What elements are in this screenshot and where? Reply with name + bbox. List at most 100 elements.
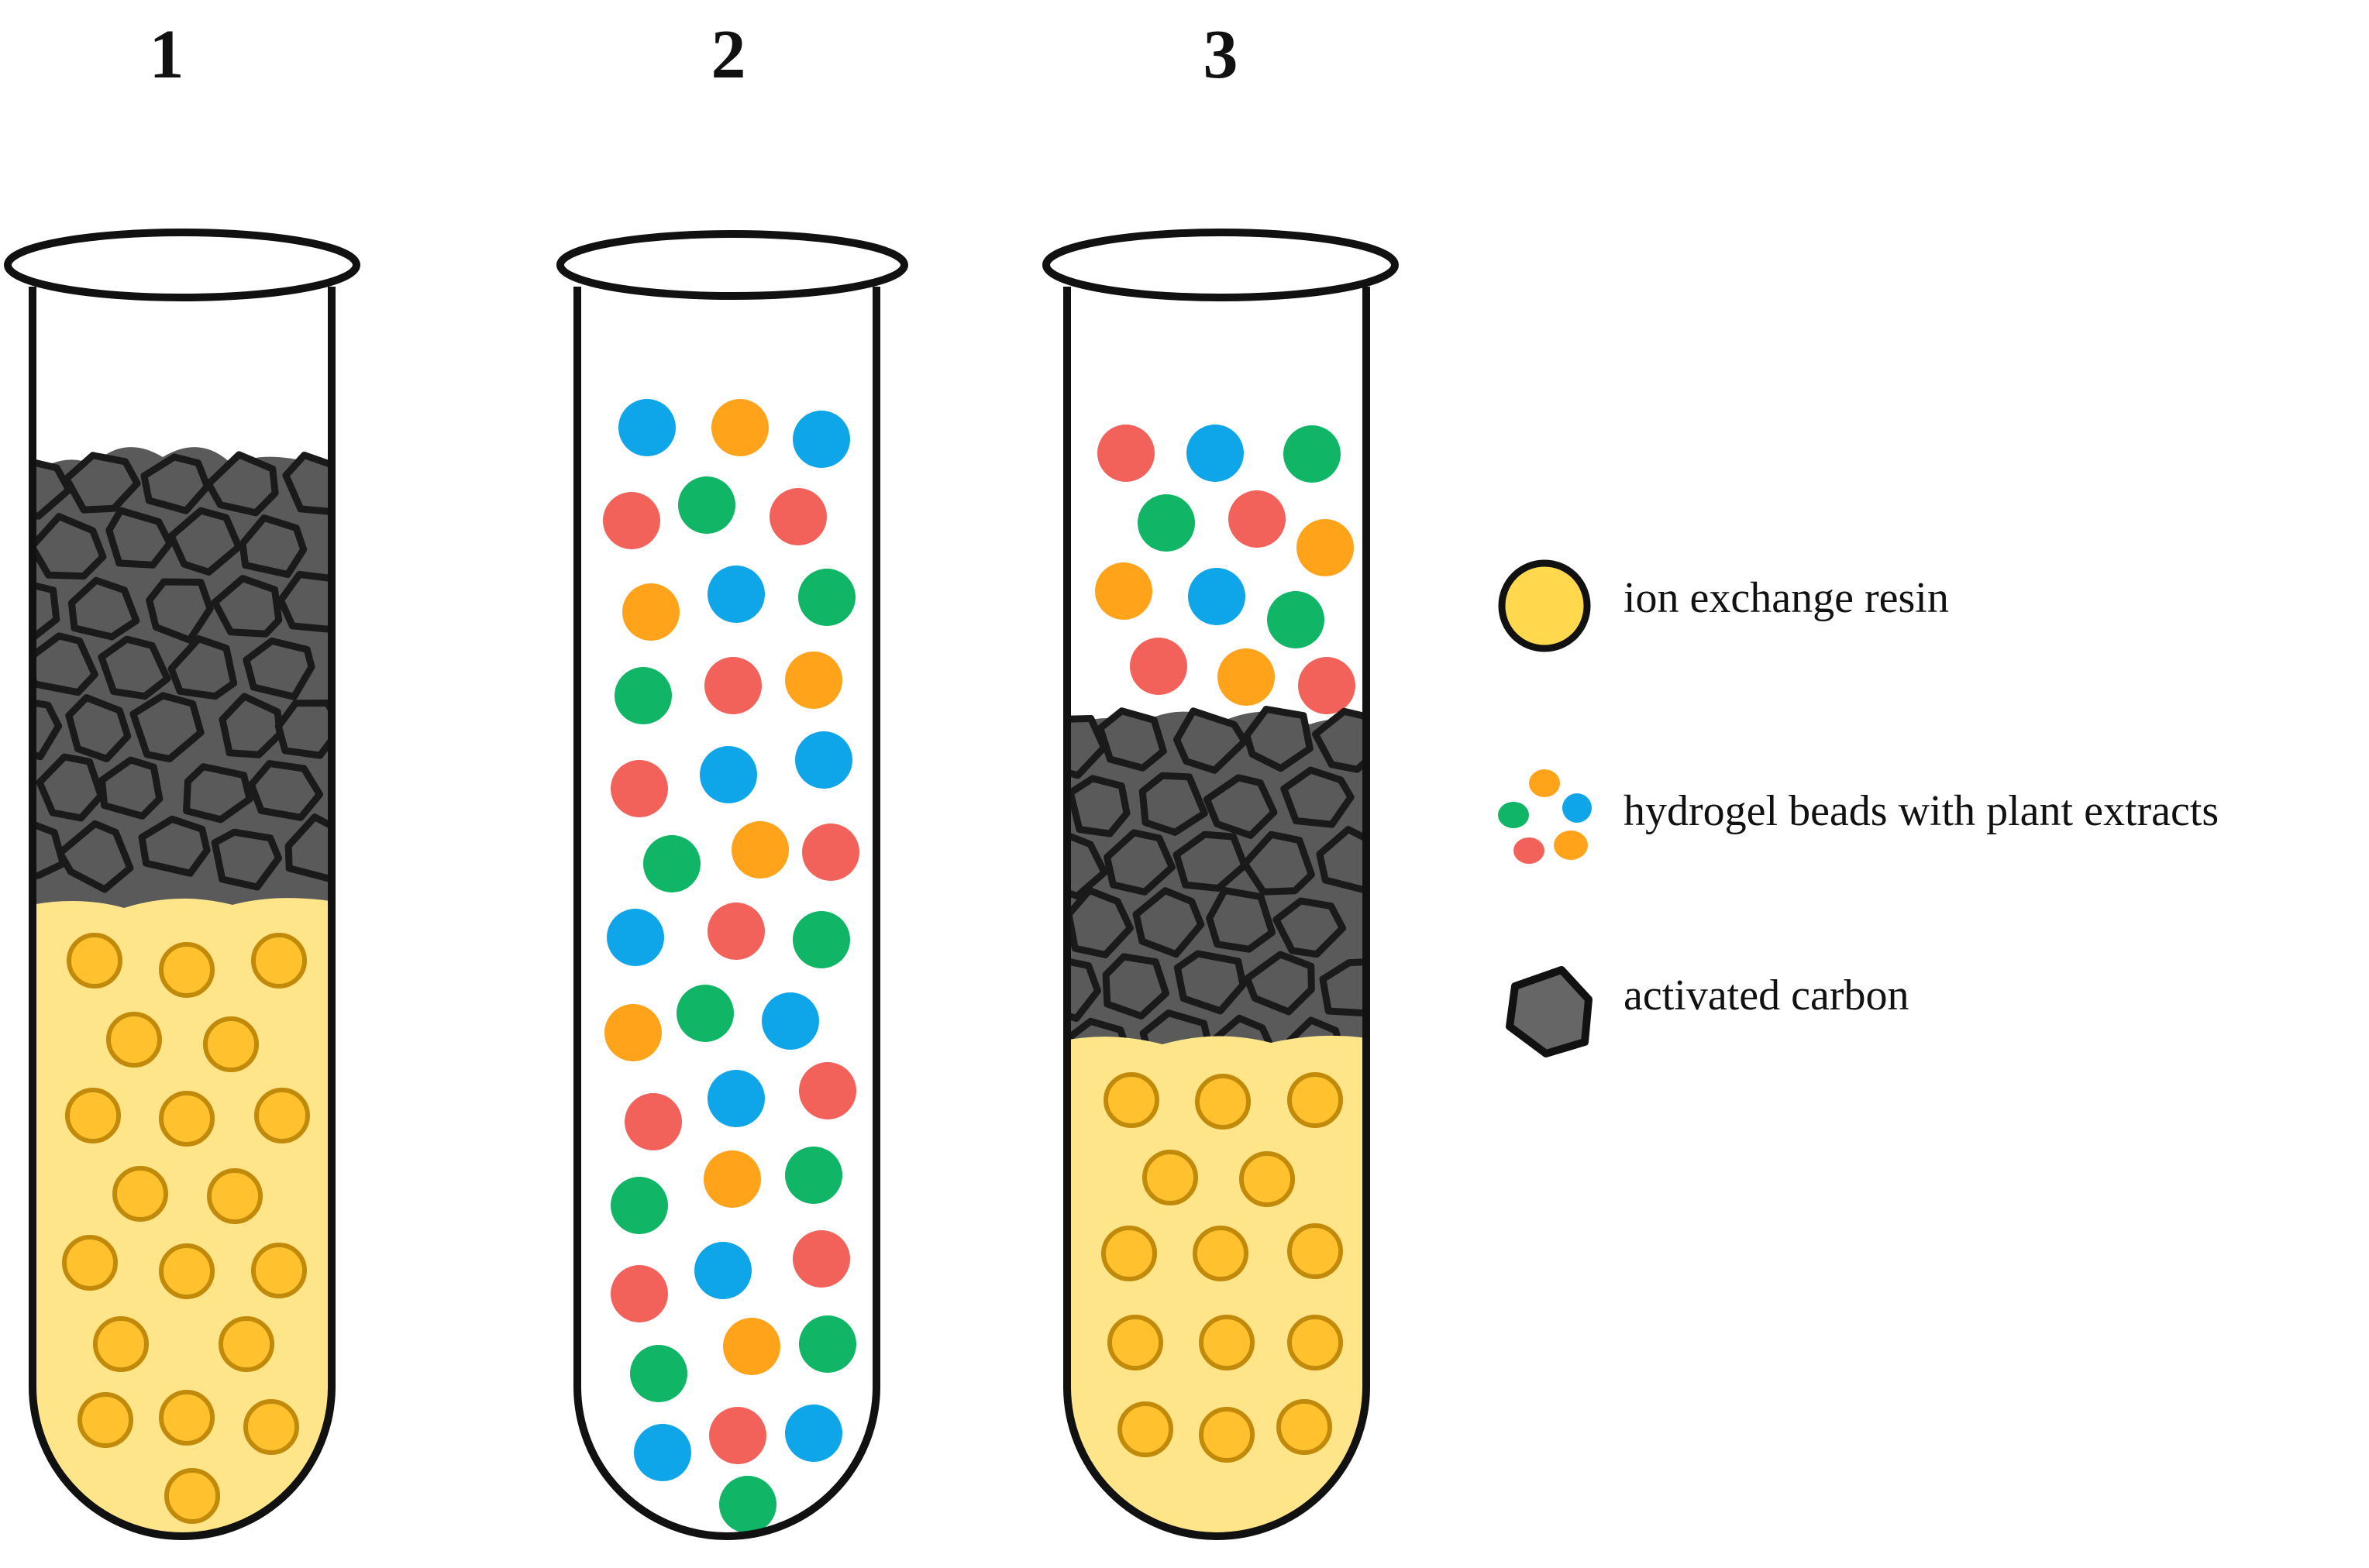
resin-bead [159, 1091, 215, 1147]
carbon-chunk [1206, 886, 1276, 953]
hydrogel-bead [785, 1147, 842, 1204]
carbon-chunk [1102, 953, 1169, 1020]
yellow-bead-icon [1498, 559, 1591, 652]
carbon-chunk [1067, 899, 1069, 965]
carbon-chunk [1173, 707, 1248, 774]
hydrogel-bead [1138, 494, 1195, 552]
hydrogel-bead [704, 1150, 761, 1208]
carbon-chunk [1272, 897, 1347, 958]
resin-bead [1101, 1226, 1157, 1281]
colored-beads-icon [1498, 769, 1592, 864]
resin-bead [203, 1016, 259, 1072]
legend-item-carbon: activated carbon [1506, 966, 1909, 1057]
tube-3-carbon-chunks [1001, 706, 1366, 1086]
carbon-chunk [243, 637, 315, 700]
hydrogel-bead [711, 399, 769, 456]
tube-2-number: 2 [711, 16, 746, 93]
hydrogel-bead [1188, 568, 1245, 625]
hydrogel-bead [603, 492, 660, 549]
hydrogel-bead [1228, 490, 1286, 548]
carbon-chunk [1067, 775, 1131, 837]
tube-3-number: 3 [1203, 16, 1238, 93]
hydrogel-bead [611, 1265, 668, 1322]
carbon-chunk [1280, 766, 1355, 828]
carbon-chunk [1067, 715, 1108, 779]
hydrogel-bead [678, 476, 735, 534]
hydrogel-bead [793, 411, 850, 468]
hydrogel-bead [799, 1062, 856, 1119]
resin-bead [1276, 1399, 1332, 1455]
carbon-chunk [211, 828, 282, 891]
carbon-chunk [167, 507, 243, 576]
carbon-chunk [33, 817, 67, 879]
hydrogel-bead [708, 903, 765, 960]
carbon-chunk [138, 815, 211, 877]
hydrogel-bead [607, 909, 664, 966]
hydrogel-bead [1130, 638, 1187, 695]
hydrogel-bead [604, 1004, 662, 1061]
hydrogel-bead [643, 835, 701, 892]
resin-bead [1193, 1226, 1248, 1281]
tube-3-resin-beads [1101, 1072, 1343, 1463]
hydrogel-bead [634, 1424, 691, 1481]
hydrogel-bead [615, 667, 672, 724]
carbon-chunk [98, 756, 164, 820]
carbon-chunk [211, 575, 283, 638]
carbon-chunk [146, 578, 214, 644]
legend-item-resin: ion exchange resin [1498, 559, 1949, 652]
carbon-chunk [1067, 769, 1069, 838]
resin-bead [65, 1088, 121, 1143]
resin-bead [1287, 1072, 1343, 1128]
hydrogel-bead [762, 992, 819, 1050]
carbon-chunk [284, 813, 332, 884]
resin-bead [159, 1390, 215, 1446]
hydrogel-bead [719, 1476, 776, 1533]
hydrogel-bead [1298, 657, 1355, 714]
hydrogel-bead [700, 746, 757, 803]
resin-bead [1142, 1150, 1198, 1205]
resin-bead [106, 1012, 162, 1068]
hydrogel-bead [1186, 425, 1244, 482]
carbon-chunk [33, 513, 107, 580]
resin-bead [1117, 1401, 1173, 1457]
resin-bead [1199, 1407, 1255, 1463]
hydrogel-bead [723, 1318, 780, 1375]
hydrogel-bead [1296, 519, 1354, 576]
carbon-chunk [33, 456, 73, 520]
tube-2-hydrogel-beads [603, 399, 859, 1533]
resin-bead [219, 1316, 274, 1372]
hydrogel-bead [1217, 648, 1275, 706]
resin-bead [159, 942, 215, 998]
carbon-chunk [129, 692, 205, 763]
carbon-chunk [1243, 706, 1314, 772]
resin-bead [251, 1243, 307, 1298]
carbon-chunk [63, 452, 141, 514]
tube-2-rim [556, 230, 908, 300]
tube-3 [1001, 229, 1399, 1540]
carbon-chunk [1067, 831, 1108, 900]
resin-bead [1287, 1223, 1343, 1279]
resin-bead [112, 1166, 168, 1222]
hydrogel-bead [795, 731, 852, 789]
carbon-chunk [167, 635, 238, 700]
legend-label-hydrogel: hydrogel beads with plant extracts [1624, 787, 2219, 835]
tube-2 [556, 230, 908, 1540]
resin-bead [1287, 1315, 1343, 1370]
carbon-chunk [105, 507, 174, 569]
hydrogel-bead [1095, 562, 1152, 620]
hydrogel-bead [732, 821, 789, 879]
resin-bead [62, 1235, 118, 1291]
resin-bead [243, 1399, 299, 1455]
hydrogel-bead [785, 1405, 842, 1462]
resin-bead [1199, 1315, 1255, 1370]
resin-bead [1107, 1315, 1163, 1370]
carbon-chunk [219, 693, 284, 758]
carbon-chunk [140, 453, 211, 514]
carbon-chunk [33, 513, 36, 579]
carbon-chunk [1001, 1012, 1064, 1068]
tube-2-outline [573, 287, 880, 1540]
legend-item-hydrogel: hydrogel beads with plant extracts [1498, 769, 2219, 864]
resin-bead [1195, 1074, 1251, 1130]
carbon-chunk [183, 763, 253, 824]
